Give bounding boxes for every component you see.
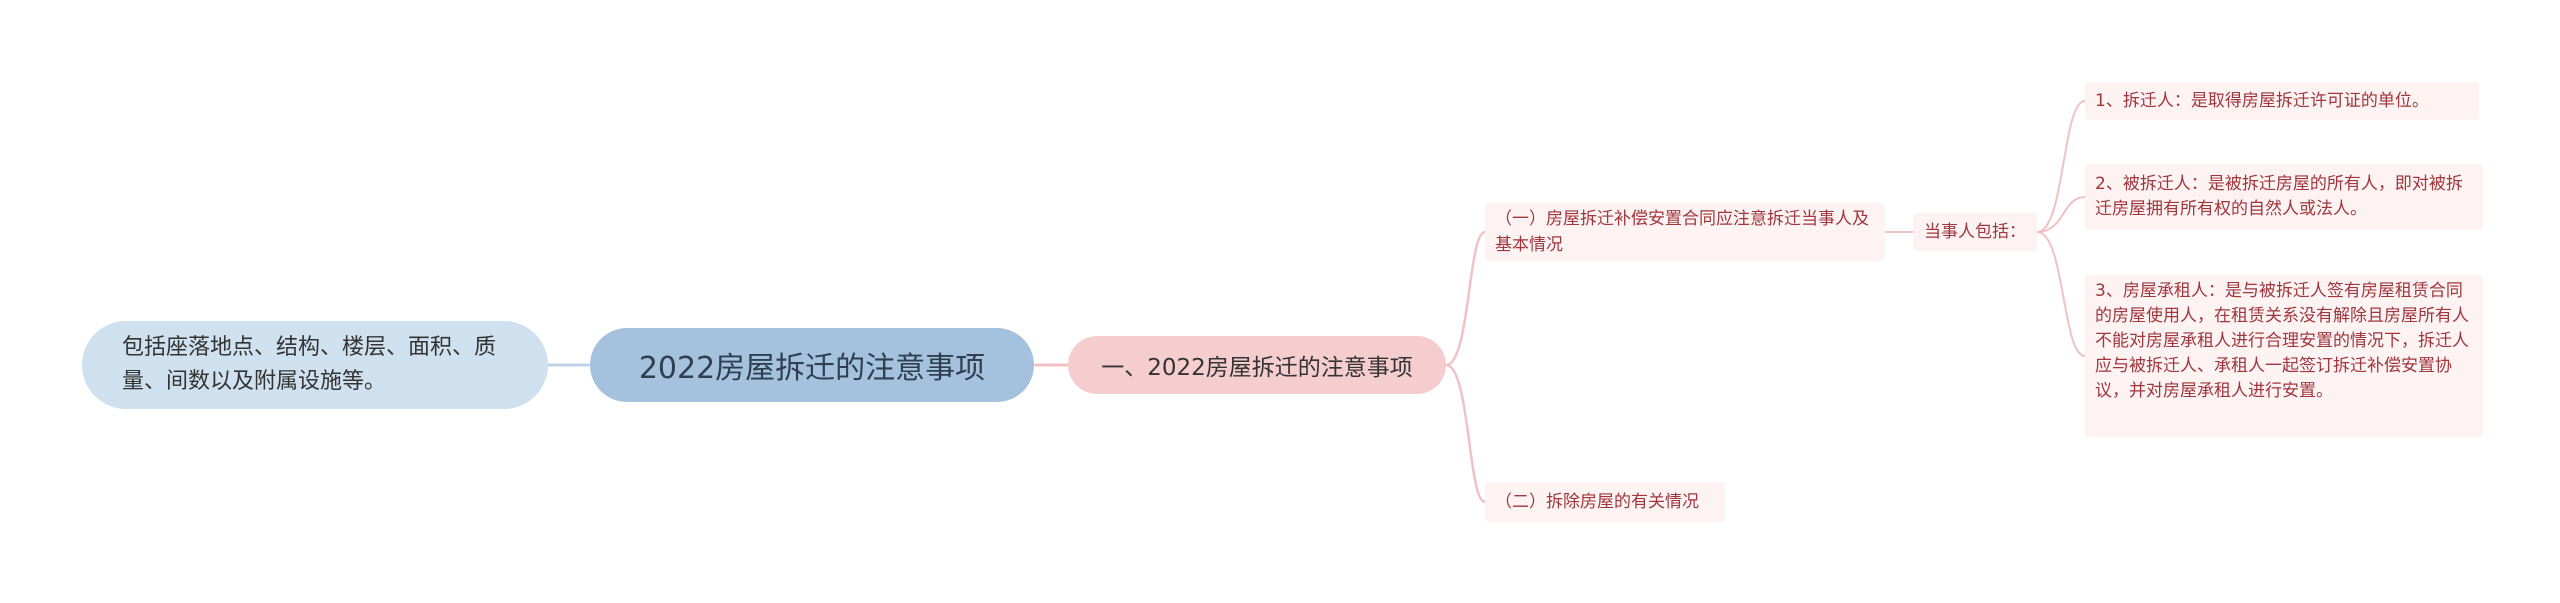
subtopic-node-1[interactable]: （一）房屋拆迁补偿安置合同应注意拆迁当事人及基本情况	[1485, 203, 1885, 261]
subtopic-label-1: （一）房屋拆迁补偿安置合同应注意拆迁当事人及基本情况	[1495, 209, 1869, 255]
leaf-node-3[interactable]: 3、房屋承租人：是与被拆迁人签有房屋租赁合同的房屋使用人，在租赁关系没有解除且房…	[2085, 275, 2483, 437]
link-parties-leaf2	[2036, 196, 2086, 233]
parties-label: 当事人包括：	[1924, 222, 2026, 242]
parties-node[interactable]: 当事人包括：	[1913, 213, 2037, 251]
left-leaf-node[interactable]: 包括座落地点、结构、楼层、面积、质量、间数以及附属设施等。	[82, 321, 548, 409]
leaf-label-1: 1、拆迁人：是取得房屋拆迁许可证的单位。	[2095, 90, 2429, 111]
subtopic-label-2: （二）拆除房屋的有关情况	[1495, 492, 1699, 512]
leaf-node-2[interactable]: 2、被拆迁人：是被拆迁房屋的所有人，即对被拆迁房屋拥有所有权的自然人或法人。	[2085, 164, 2483, 230]
root-node[interactable]: 2022房屋拆迁的注意事项	[590, 328, 1034, 402]
link-branch-sub2	[1445, 363, 1486, 504]
link-branch-sub1	[1445, 230, 1486, 367]
branch-node[interactable]: 一、2022房屋拆迁的注意事项	[1068, 336, 1446, 394]
leaf-label-3: 3、房屋承租人：是与被拆迁人签有房屋租赁合同的房屋使用人，在租赁关系没有解除且房…	[2095, 281, 2469, 401]
leaf-label-2: 2、被拆迁人：是被拆迁房屋的所有人，即对被拆迁房屋拥有所有权的自然人或法人。	[2095, 174, 2463, 219]
link-parties-leaf1	[2036, 100, 2086, 233]
root-label: 2022房屋拆迁的注意事项	[638, 351, 986, 386]
link-parties-leaf3	[2036, 231, 2086, 357]
subtopic-node-2[interactable]: （二）拆除房屋的有关情况	[1485, 482, 1725, 522]
branch-label: 一、2022房屋拆迁的注意事项	[1101, 355, 1413, 381]
leaf-node-1[interactable]: 1、拆迁人：是取得房屋拆迁许可证的单位。	[2085, 82, 2479, 120]
left-leaf-label: 包括座落地点、结构、楼层、面积、质量、间数以及附属设施等。	[122, 335, 497, 394]
